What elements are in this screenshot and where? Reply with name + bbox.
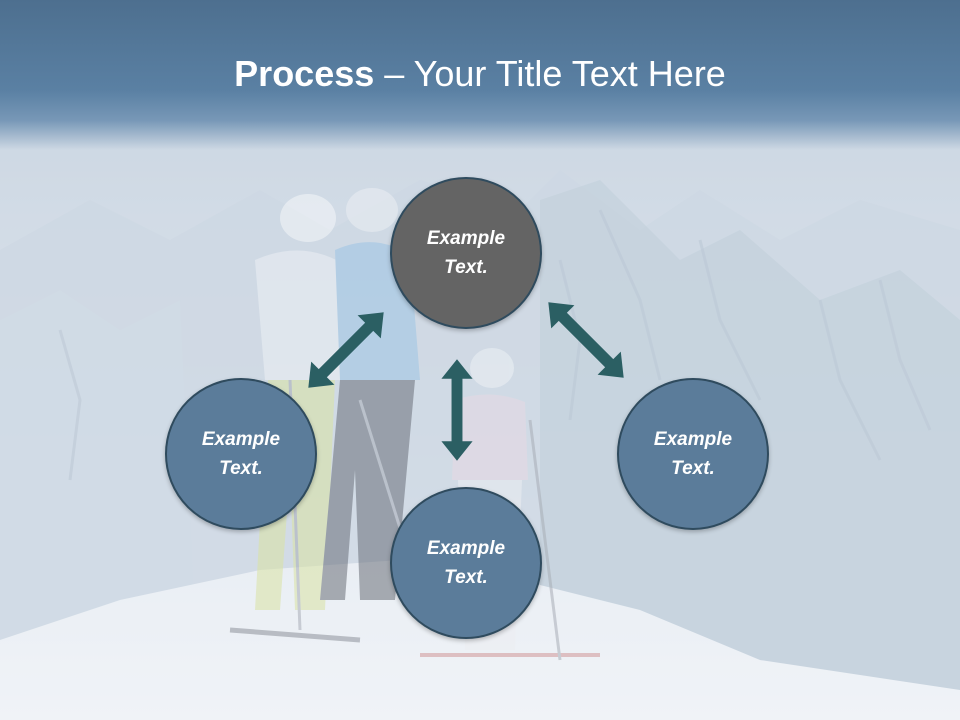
node-right-label: Example Text. <box>653 429 733 479</box>
double-arrow-icon <box>536 290 636 390</box>
double-arrow-icon <box>441 359 473 461</box>
node-top[interactable]: Example Text. <box>390 177 542 329</box>
node-right[interactable]: Example Text. <box>617 378 769 530</box>
slide-title[interactable]: Process – Your Title Text Here <box>0 52 960 96</box>
double-arrow-icon <box>296 300 396 400</box>
node-bottom[interactable]: Example Text. <box>390 487 542 639</box>
title-band <box>0 0 960 150</box>
node-bottom-label: Example Text. <box>426 538 506 588</box>
node-left[interactable]: Example Text. <box>165 378 317 530</box>
node-top-label: Example Text. <box>426 228 506 278</box>
title-bold: Process <box>234 53 375 94</box>
title-rest: – Your Title Text Here <box>374 53 726 94</box>
node-left-label: Example Text. <box>201 429 281 479</box>
